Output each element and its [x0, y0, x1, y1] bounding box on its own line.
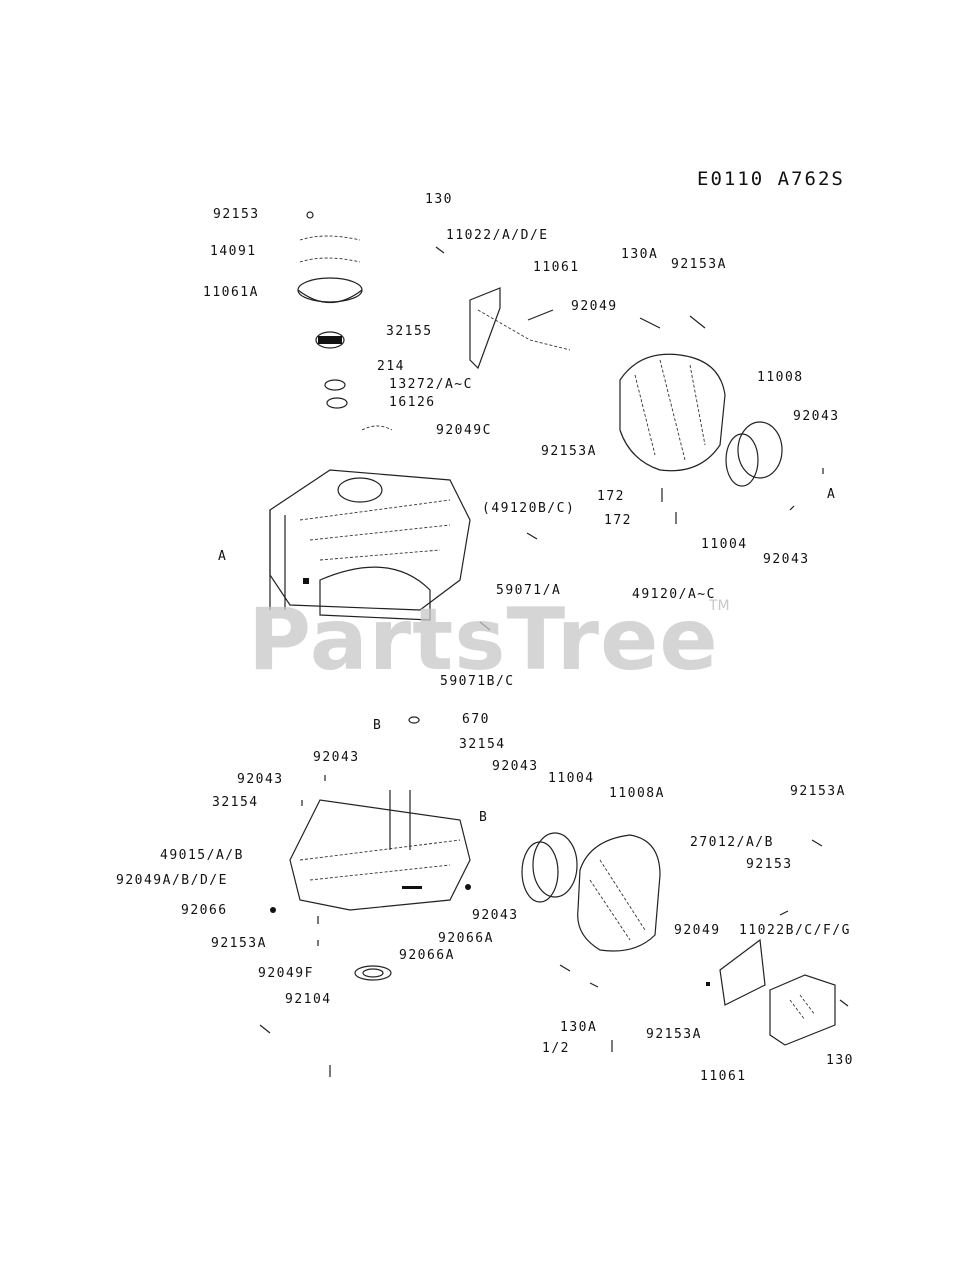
rocker-cover-upper [469, 287, 571, 370]
part-label[interactable]: 11008 [757, 370, 804, 385]
part-label[interactable]: A [218, 549, 228, 564]
part-label[interactable]: 92049 [571, 299, 618, 314]
part-label[interactable]: 92049A/B/D/E [116, 873, 228, 888]
part-label[interactable]: 130A [621, 247, 659, 262]
part-label[interactable]: 49120/A~C [632, 587, 716, 602]
crankcase-upper [269, 469, 471, 621]
part-label[interactable]: 92153A [671, 257, 727, 272]
fasteners [259, 246, 849, 1077]
part-label[interactable]: 59071B/C [440, 674, 515, 689]
part-label[interactable]: 172 [604, 513, 632, 528]
part-label[interactable]: A [827, 487, 837, 502]
part-label[interactable]: 92153 [746, 857, 793, 872]
part-label[interactable]: 32155 [386, 324, 433, 339]
part-label[interactable]: 92049C [436, 423, 492, 438]
part-label[interactable]: 1/2 [542, 1041, 570, 1056]
part-label[interactable]: 92043 [793, 409, 840, 424]
part-label[interactable]: 92066 [181, 903, 228, 918]
part-label[interactable]: 92043 [237, 772, 284, 787]
part-label[interactable]: 11061 [533, 260, 580, 275]
part-label[interactable]: 14091 [210, 244, 257, 259]
part-label[interactable]: 92049 [674, 923, 721, 938]
part-label[interactable]: 16126 [389, 395, 436, 410]
cylinder-head-lower [521, 832, 836, 1046]
part-label[interactable]: 92153A [211, 936, 267, 951]
part-label[interactable]: 11004 [548, 771, 595, 786]
part-label[interactable]: B [479, 810, 489, 825]
part-label[interactable]: 59071/A [496, 583, 562, 598]
part-label[interactable]: 92153A [646, 1027, 702, 1042]
part-label[interactable]: 130A [560, 1020, 598, 1035]
part-label[interactable]: 27012/A/B [690, 835, 774, 850]
part-label[interactable]: 92153A [541, 444, 597, 459]
watermark-trademark: TM [709, 598, 730, 614]
part-label[interactable]: 92043 [313, 750, 360, 765]
part-label[interactable]: B [373, 718, 383, 733]
part-label[interactable]: 32154 [212, 795, 259, 810]
part-label[interactable]: 92066A [438, 931, 494, 946]
part-label[interactable]: 49015/A/B [160, 848, 244, 863]
valve-spring-stack [297, 211, 393, 431]
part-label[interactable]: 92043 [472, 908, 519, 923]
part-label[interactable]: 11022/A/D/E [446, 228, 549, 243]
part-label[interactable]: 11004 [701, 537, 748, 552]
part-label[interactable]: (49120B/C) [482, 501, 576, 516]
part-label[interactable]: 11061 [700, 1069, 747, 1084]
part-label[interactable]: 130 [425, 192, 453, 207]
part-label[interactable]: 214 [377, 359, 405, 374]
part-label[interactable]: 92043 [492, 759, 539, 774]
part-label[interactable]: 130 [826, 1053, 854, 1068]
diagram-code: E0110 A762S [697, 168, 845, 190]
crankcase-lower [270, 790, 471, 981]
part-label[interactable]: 11061A [203, 285, 259, 300]
cylinder-head-upper [619, 353, 783, 487]
part-label[interactable]: 13272/A~C [389, 377, 473, 392]
part-label[interactable]: 11008A [609, 786, 665, 801]
part-label[interactable]: 92043 [763, 552, 810, 567]
part-label[interactable]: 172 [597, 489, 625, 504]
part-label[interactable]: 670 [462, 712, 490, 727]
part-label[interactable]: 11022B/C/F/G [739, 923, 851, 938]
part-label[interactable]: 92153A [790, 784, 846, 799]
part-label[interactable]: 92049F [258, 966, 314, 981]
part-label[interactable]: 92153 [213, 207, 260, 222]
watermark: PartsTree [248, 590, 719, 690]
part-label[interactable]: 32154 [459, 737, 506, 752]
part-label[interactable]: 92066A [399, 948, 455, 963]
part-label[interactable]: 92104 [285, 992, 332, 1007]
